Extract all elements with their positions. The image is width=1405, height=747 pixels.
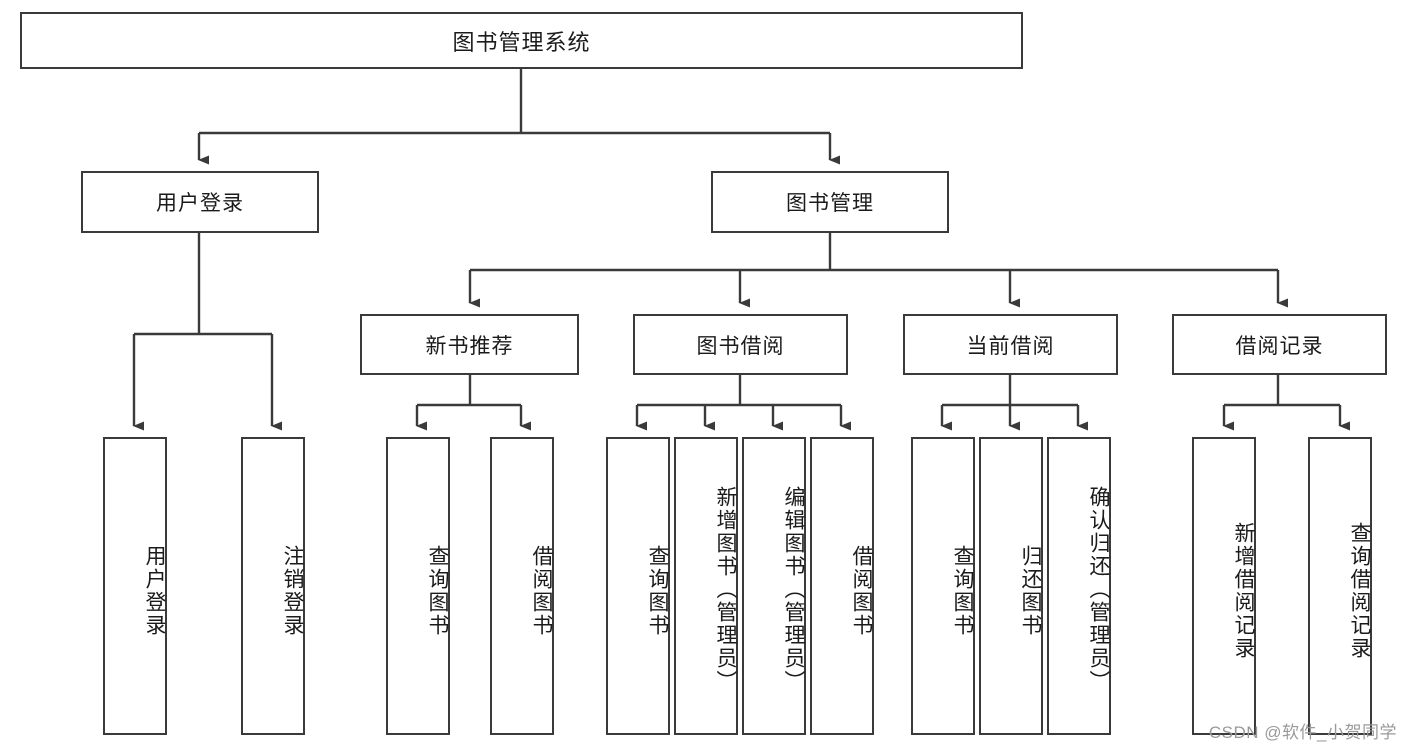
leaf-current-confirm-return-admin[interactable]: 确认归还（管理员） [1047,437,1111,735]
node-current-borrow[interactable]: 当前借阅 [903,314,1118,375]
leaf-recommend-borrow-book[interactable]: 借阅图书 [490,437,554,735]
leaf-user-login[interactable]: 用户登录 [103,437,167,735]
leaf-recommend-query-book[interactable]: 查询图书 [386,437,450,735]
node-borrow-record[interactable]: 借阅记录 [1172,314,1387,375]
node-user-login[interactable]: 用户登录 [81,171,319,233]
leaf-record-query-borrow-record[interactable]: 查询借阅记录 [1308,437,1372,735]
leaf-borrow-query-book[interactable]: 查询图书 [606,437,670,735]
node-root-book-management-system[interactable]: 图书管理系统 [20,12,1023,69]
leaf-borrow-borrow-book[interactable]: 借阅图书 [810,437,874,735]
leaf-current-query-book[interactable]: 查询图书 [911,437,975,735]
leaf-borrow-add-book-admin[interactable]: 新增图书（管理员） [674,437,738,735]
node-book-borrow[interactable]: 图书借阅 [633,314,848,375]
leaf-record-add-borrow-record[interactable]: 新增借阅记录 [1192,437,1256,735]
leaf-user-logout[interactable]: 注销登录 [241,437,305,735]
node-new-book-recommend[interactable]: 新书推荐 [360,314,579,375]
node-book-management[interactable]: 图书管理 [711,171,949,233]
leaf-current-return-book[interactable]: 归还图书 [979,437,1043,735]
leaf-borrow-edit-book-admin[interactable]: 编辑图书（管理员） [742,437,806,735]
csdn-watermark: CSDN @软件_小贺同学 [1208,723,1397,742]
